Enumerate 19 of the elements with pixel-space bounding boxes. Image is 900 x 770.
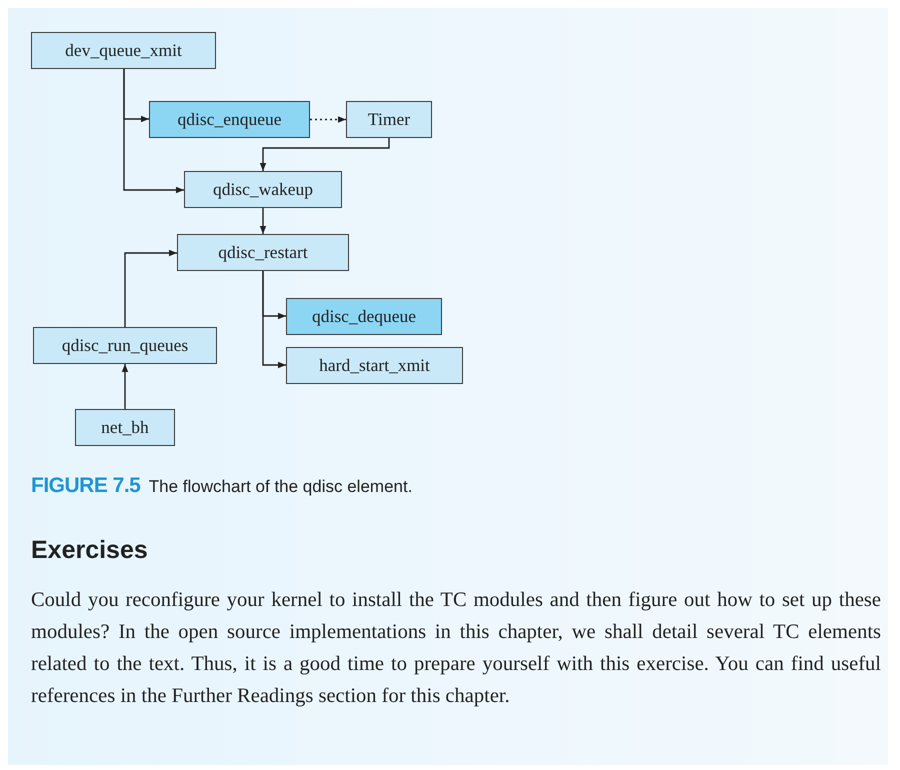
arrow [123,69,184,194]
arrow [124,250,177,327]
arrow [262,271,286,368]
process-box: net_bh [75,409,175,446]
paragraph: Could you reconfigure your kernel to install the TC modules and then figure out how to set up these modules? In the open source implementations in this chapter, we shall detail several TC elements related to the text. Thus, it is a good time to prepare yourself with this exercise. You can find useful references in the Further Readings section for this chapter. [31,588,881,709]
arrow [122,364,128,409]
figure-caption: FIGURE 7.5 The flowchart of the qdisc element. [31,474,412,498]
process-box: hard_start_xmit [286,347,463,384]
process-box: qdisc_wakeup [184,171,342,208]
process-box: dev_queue_xmit [31,32,216,69]
arrow [310,116,346,123]
process-box: qdisc_dequeue [286,298,442,335]
section-heading: Exercises [31,536,148,565]
process-box: qdisc_enqueue [149,101,310,138]
arrow [260,208,266,234]
arrow [260,138,390,171]
process-box: qdisc_run_queues [33,327,217,364]
process-box: Timer [346,101,432,138]
process-box: qdisc_restart [177,234,349,271]
